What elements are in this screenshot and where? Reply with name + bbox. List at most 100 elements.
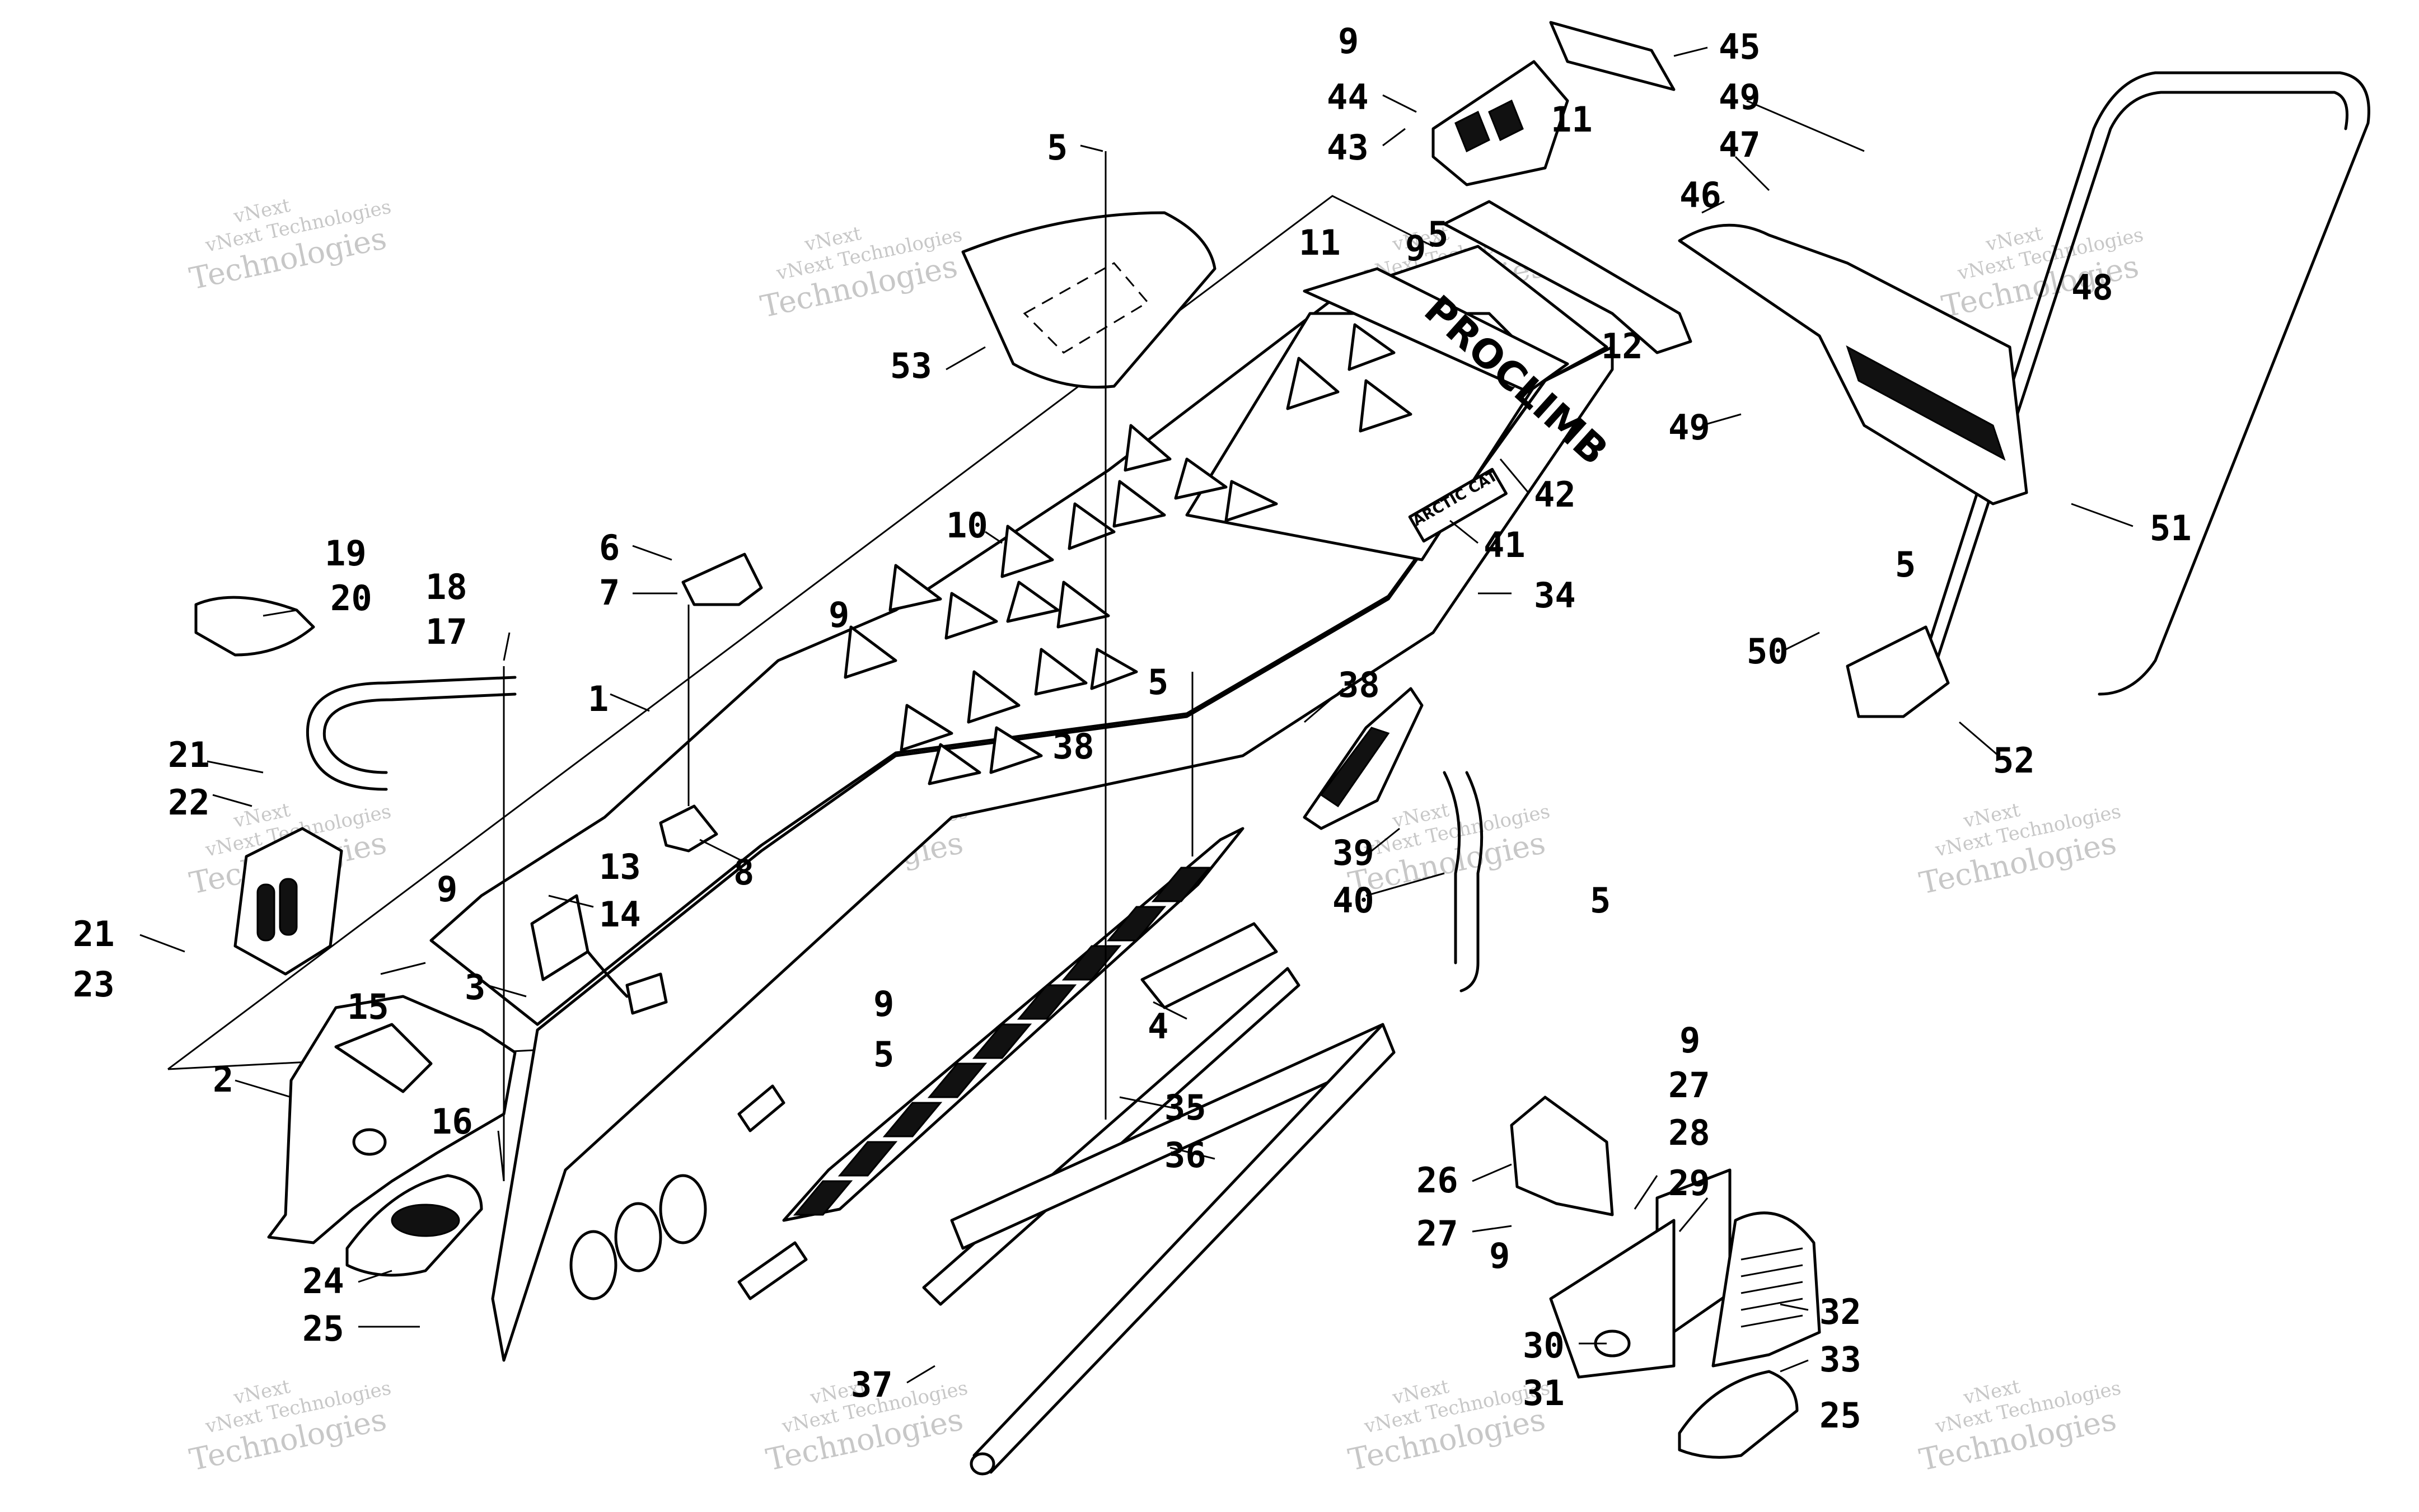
callout-44: 44 — [1327, 77, 1369, 118]
callout-36: 36 — [1164, 1135, 1206, 1176]
callout-11a: 11 — [1551, 99, 1593, 140]
callout-21b: 21 — [73, 914, 115, 954]
callout-32: 32 — [1819, 1291, 1861, 1332]
callout-10: 10 — [946, 505, 988, 546]
callout-5b: 5 — [1148, 662, 1168, 703]
callout-25b: 25 — [1819, 1395, 1861, 1436]
part-19-cap — [194, 596, 315, 657]
part-51-rear-bumper — [1913, 71, 2370, 696]
callout-6: 6 — [599, 527, 620, 568]
callout-9g: 9 — [1405, 228, 1426, 269]
part-40-cable — [1443, 771, 1484, 993]
watermark-4: vNext vNext Technologies Technologies — [1939, 222, 2145, 325]
watermark-8: vNext vNext Technologies Technologies — [1916, 799, 2123, 901]
callout-20: 20 — [330, 578, 372, 619]
callout-49a: 49 — [1719, 77, 1761, 118]
callout-48: 48 — [2071, 267, 2113, 308]
callout-31: 31 — [1523, 1373, 1565, 1413]
callout-5e: 5 — [1895, 544, 1916, 585]
callout-30: 30 — [1523, 1325, 1565, 1366]
alignment-lines — [503, 151, 1194, 1181]
callout-23: 23 — [73, 964, 115, 1005]
callout-33: 33 — [1819, 1339, 1861, 1380]
part-4-bracket — [1140, 922, 1278, 1009]
callout-43: 43 — [1327, 127, 1369, 168]
tunnel-assembly: PROCLIMB ARCTIC CAT — [167, 195, 1617, 1362]
part-17-front-bumper — [306, 676, 517, 791]
callout-45: 45 — [1719, 26, 1761, 67]
callout-25a: 25 — [302, 1308, 344, 1349]
callout-53: 53 — [890, 345, 932, 386]
callout-9c: 9 — [437, 869, 457, 910]
callout-14: 14 — [599, 894, 641, 935]
callout-24: 24 — [302, 1261, 344, 1302]
watermark-9: vNext vNext Technologies Technologies — [186, 1375, 393, 1478]
callout-16: 16 — [431, 1101, 473, 1142]
part-32-vent — [1711, 1211, 1821, 1368]
callout-34: 34 — [1534, 575, 1576, 616]
callout-35: 35 — [1164, 1087, 1206, 1128]
watermark-2: vNext vNext Technologies Technologies — [757, 222, 964, 325]
callout-50: 50 — [1747, 631, 1789, 672]
callout-9d: 9 — [873, 984, 894, 1024]
callout-52: 52 — [1993, 740, 2035, 781]
callout-49b: 49 — [1668, 407, 1710, 448]
callout-47: 47 — [1719, 124, 1761, 165]
callout-39: 39 — [1332, 832, 1374, 873]
part-46-snowflap-assembly — [1678, 223, 2028, 505]
part-53-bag — [961, 211, 1216, 389]
callout-27a: 27 — [1668, 1065, 1710, 1106]
callout-40: 40 — [1332, 880, 1374, 921]
part-39-plate — [1303, 687, 1424, 830]
part-43-slots — [1454, 99, 1524, 153]
callout-46: 46 — [1679, 175, 1721, 216]
part-50-bracket — [1846, 625, 1950, 718]
part-32-louvers — [1740, 1247, 1803, 1328]
callout-labels: 1 2 3 4 5 5 5 5 5 5 6 7 8 9 9 9 9 9 9 9 … — [73, 21, 2192, 1436]
callout-21a: 21 — [168, 734, 210, 775]
callout-5c: 5 — [873, 1034, 894, 1075]
part-8-clip — [659, 804, 718, 853]
callout-9b: 9 — [829, 594, 849, 635]
callout-5f: 5 — [1428, 214, 1448, 255]
running-board-slots — [793, 867, 1211, 1216]
watermark-12: vNext vNext Technologies Technologies — [1916, 1375, 2123, 1478]
callout-51: 51 — [2150, 508, 2192, 549]
callout-22: 22 — [168, 782, 210, 823]
callout-13: 13 — [599, 846, 641, 887]
callout-9f: 9 — [1489, 1235, 1510, 1276]
callout-28: 28 — [1668, 1112, 1710, 1153]
callout-38b: 38 — [1052, 726, 1094, 767]
callout-9a: 9 — [1338, 21, 1359, 62]
part-22-bracket — [233, 827, 343, 976]
callout-3: 3 — [465, 967, 485, 1008]
callout-38a: 38 — [1338, 664, 1380, 705]
part-13-14-control-module — [530, 894, 668, 1015]
part-43-handle-top — [1431, 60, 1569, 186]
part-7-mount — [681, 553, 763, 606]
callout-17: 17 — [425, 611, 467, 652]
callout-29: 29 — [1668, 1163, 1710, 1204]
callout-15: 15 — [347, 986, 389, 1027]
callout-9e: 9 — [1679, 1020, 1700, 1061]
part-26-bracket — [1510, 1096, 1614, 1216]
callout-42: 42 — [1534, 474, 1576, 515]
callout-5d: 5 — [1590, 880, 1611, 921]
deck-cutouts — [844, 323, 1412, 785]
part-35-rail — [922, 967, 1300, 1306]
callout-12: 12 — [1601, 326, 1643, 367]
callout-37: 37 — [851, 1364, 893, 1405]
callout-8: 8 — [733, 852, 754, 893]
callout-27b: 27 — [1416, 1213, 1458, 1254]
callout-19: 19 — [325, 533, 367, 574]
part-30-side-panel — [1549, 1219, 1676, 1379]
callout-26: 26 — [1416, 1160, 1458, 1201]
callout-41: 41 — [1484, 525, 1526, 565]
callout-5a: 5 — [1047, 127, 1068, 168]
callout-7: 7 — [599, 572, 620, 613]
part-33-foot-pocket — [1678, 1370, 1799, 1459]
callout-4: 4 — [1148, 1006, 1168, 1047]
part-12-rear-bracket — [1443, 200, 1692, 354]
part-22-slots — [256, 878, 298, 942]
